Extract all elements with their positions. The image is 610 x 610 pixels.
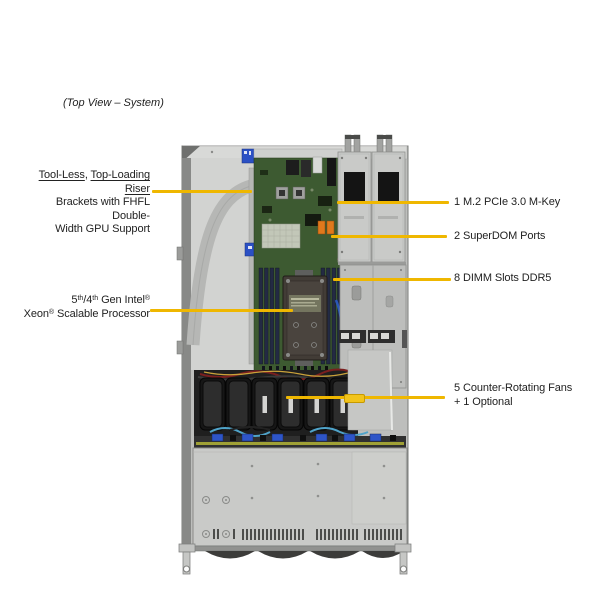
- cpu-label-sup: th: [92, 295, 99, 302]
- callout-superdom-label: 2 SuperDOM Ports: [454, 230, 546, 242]
- leader-line-dimm: [333, 278, 451, 281]
- leader-line-m2: [337, 201, 449, 204]
- callout-riser-underline-1: Tool-Less: [38, 169, 85, 181]
- leader-line-fans-highlight: [344, 394, 365, 403]
- callout-m2-label: 1 M.2 PCIe 3.0 M-Key: [454, 196, 561, 208]
- cpu-label-text: Gen Intel: [98, 294, 145, 306]
- leader-line-superdom: [331, 235, 447, 238]
- fan-3: [251, 377, 278, 431]
- vent-slots: [242, 529, 402, 540]
- callout-fans-line1: 5 Counter-Rotating Fans: [454, 382, 573, 394]
- cpu-label-text: Xeon: [23, 307, 49, 320]
- fan-headers-row: [262, 366, 328, 372]
- page-title: (Top View – System): [63, 97, 164, 109]
- mounting-ear-left: [178, 543, 196, 575]
- io-ports: [286, 156, 336, 186]
- superdom-ports: [317, 220, 335, 235]
- psu-1-window: [344, 172, 365, 202]
- callout-riser-label: Tool-Less, Top-Loading Riser Brackets wi…: [18, 169, 150, 237]
- backplane: [194, 426, 406, 448]
- keyhole-slots: [202, 496, 235, 539]
- front-edge-and-ears: [178, 543, 412, 575]
- callout-cpu-label: 5th/4th Gen Intel® Xeon® Scalable Proces…: [18, 294, 151, 321]
- psu-2: [371, 151, 406, 263]
- callout-riser-line3: Width GPU Support: [55, 223, 150, 235]
- mounting-ear-right: [394, 543, 412, 575]
- callout-riser-underline-2: Top-Loading Riser: [90, 169, 151, 195]
- psu-modules: [337, 134, 406, 265]
- callout-dimm-label: 8 DIMM Slots DDR5: [454, 272, 552, 284]
- cpu-label-text: 5: [71, 294, 78, 306]
- callout-fans-label: 5 Counter-Rotating Fans + 1 Optional: [454, 382, 604, 409]
- cpu-label-sup: th: [77, 295, 84, 302]
- cpu-socket: [282, 270, 328, 366]
- chipset-heatsink: [261, 223, 301, 249]
- chassis-left-wall: [182, 158, 191, 548]
- blue-sticker-top: [241, 148, 255, 164]
- bottom-panel: [192, 447, 408, 547]
- leader-line-riser: [152, 190, 252, 193]
- dimm-slots-left: [258, 267, 280, 365]
- motherboard: [253, 148, 356, 375]
- psu-1: [337, 151, 372, 263]
- fan-1: [199, 377, 226, 431]
- callout-fans-line2: + 1 Optional: [454, 395, 513, 408]
- leader-line-cpu: [150, 309, 293, 312]
- leader-line-fans: [286, 396, 445, 399]
- cpu-label-text: Scalable Processor: [54, 307, 150, 320]
- fan-5: [303, 377, 330, 431]
- fan-row: [194, 349, 393, 436]
- psu-2-window: [378, 172, 399, 202]
- air-shroud-panel: [347, 349, 393, 431]
- registered-mark: ®: [144, 295, 150, 302]
- callout-riser-separator: ,: [84, 169, 91, 181]
- callout-riser-line2: Brackets with FHFL Double-: [55, 196, 150, 222]
- registered-mark: ®: [48, 308, 55, 316]
- fan-4: [277, 377, 304, 431]
- fan-2: [225, 377, 252, 431]
- cpu-label-text: /4: [83, 294, 93, 306]
